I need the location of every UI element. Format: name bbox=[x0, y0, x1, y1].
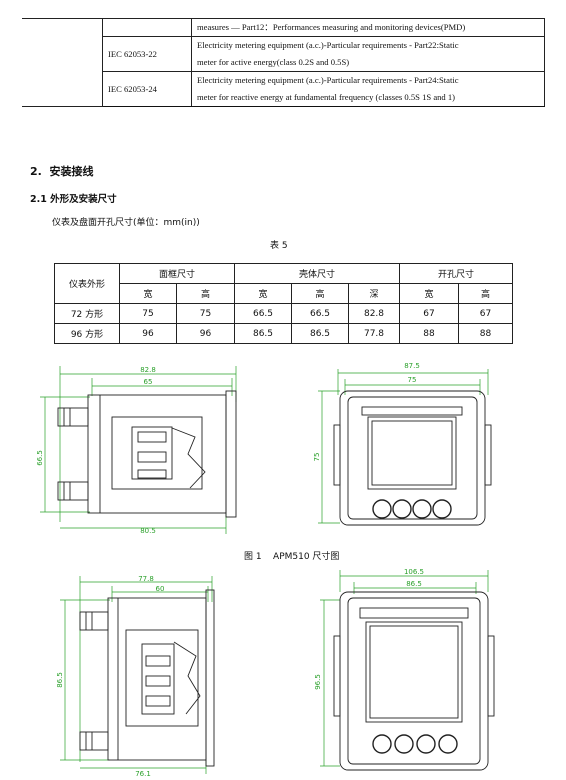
standard-code: IEC 62053-24 bbox=[102, 71, 192, 107]
dim-left: 66.5 bbox=[36, 450, 44, 466]
cell-frame-width: 96 bbox=[119, 323, 177, 344]
header-frame: 面框尺寸 bbox=[119, 263, 235, 284]
meter-button-icon bbox=[372, 734, 392, 754]
figure1-front-view: 87.5 75 75 bbox=[313, 362, 492, 526]
cell-frame-height: 75 bbox=[176, 303, 235, 324]
caption-text: APM510 尺寸图 bbox=[273, 552, 340, 562]
standards-table: measures — Part12：Performances measuring… bbox=[22, 18, 545, 107]
caption-number: 图 1 bbox=[244, 552, 262, 562]
standard-code bbox=[102, 18, 192, 37]
meter-button-icon bbox=[416, 734, 436, 754]
figure1-side-view: 82.8 65 66.5 80.5 bbox=[36, 366, 237, 535]
table-row: IEC 62053-24 Electricity metering equipm… bbox=[22, 71, 545, 107]
meter-button-icon bbox=[432, 499, 452, 519]
standard-description: measures — Part12：Performances measuring… bbox=[191, 18, 545, 37]
figure1-caption: 图 1 APM510 尺寸图 bbox=[244, 549, 339, 562]
front-buttons bbox=[372, 734, 458, 754]
front-buttons bbox=[372, 499, 452, 519]
cell-frame-height: 96 bbox=[176, 323, 235, 344]
header-height: 高 bbox=[291, 283, 349, 304]
table-row: 72 方形 75 75 66.5 66.5 82.8 67 67 bbox=[54, 303, 513, 324]
cell-shape: 72 方形 bbox=[54, 303, 120, 324]
header-width: 宽 bbox=[234, 283, 292, 304]
meter-front-outline bbox=[333, 390, 492, 526]
section-title: 安装接线 bbox=[49, 165, 94, 178]
standard-code: IEC 62053-22 bbox=[102, 36, 192, 72]
cell-shell-height: 66.5 bbox=[291, 303, 349, 324]
dim-left: 75 bbox=[313, 453, 321, 462]
cell-shape: 96 方形 bbox=[54, 323, 120, 344]
standard-description: Electricity metering equipment (a.c.)-Pa… bbox=[191, 36, 545, 72]
description-line: Electricity metering equipment (a.c.)-Pa… bbox=[197, 75, 459, 85]
table-row: 96 方形 96 96 86.5 86.5 77.8 88 88 bbox=[54, 323, 513, 344]
description-line: measures — Part12：Performances measuring… bbox=[197, 22, 466, 32]
header-shape: 仪表外形 bbox=[54, 263, 120, 304]
figure2-front-view: 106.5 86.5 96.5 bbox=[314, 568, 495, 771]
cell-shell-width: 86.5 bbox=[234, 323, 292, 344]
subsection-title: 外形及安装尺寸 bbox=[50, 194, 117, 205]
dim-top-inner: 65 bbox=[144, 378, 153, 386]
dim-top-inner: 86.5 bbox=[406, 580, 422, 588]
dim-top-outer: 87.5 bbox=[404, 362, 420, 370]
dim-bottom: 80.5 bbox=[140, 527, 156, 535]
description-line: meter for active energy(class 0.2S and 0… bbox=[197, 57, 350, 67]
header-height: 高 bbox=[176, 283, 235, 304]
table-header-row: 宽 高 宽 高 深 宽 高 bbox=[55, 283, 513, 304]
table-title: 表 5 bbox=[270, 241, 288, 251]
section-heading: 2. 安装接线 bbox=[30, 163, 94, 179]
meter-button-icon bbox=[394, 734, 414, 754]
dim-top-outer: 82.8 bbox=[140, 366, 156, 374]
header-width: 宽 bbox=[119, 283, 177, 304]
cell-hole-width: 88 bbox=[399, 323, 459, 344]
dim-left: 96.5 bbox=[314, 674, 322, 690]
dimension-table: 仪表外形 面框尺寸 壳体尺寸 开孔尺寸 宽 高 宽 高 深 宽 高 72 方形 … bbox=[54, 263, 513, 344]
meter-side-outline bbox=[57, 390, 237, 518]
dim-top-inner: 60 bbox=[156, 585, 165, 593]
cell-hole-height: 88 bbox=[458, 323, 513, 344]
dim-left: 86.5 bbox=[56, 672, 64, 688]
table-header-row: 仪表外形 面框尺寸 壳体尺寸 开孔尺寸 bbox=[54, 263, 513, 304]
meter-front-outline bbox=[333, 591, 495, 771]
dim-bottom: 76.1 bbox=[135, 770, 151, 778]
table-cell bbox=[22, 18, 103, 107]
header-shell: 壳体尺寸 bbox=[234, 263, 400, 284]
meter-button-icon bbox=[392, 499, 412, 519]
meter-side-outline bbox=[79, 589, 215, 767]
standard-description: Electricity metering equipment (a.c.)-Pa… bbox=[191, 71, 545, 107]
section-number: 2. bbox=[30, 165, 42, 178]
dim-top-inner: 75 bbox=[408, 376, 417, 384]
figure2-side-view: 77.8 60 86.5 76.1 bbox=[56, 575, 215, 778]
cell-shell-height: 86.5 bbox=[291, 323, 349, 344]
cell-shell-depth: 77.8 bbox=[348, 323, 400, 344]
cell-shell-width: 66.5 bbox=[234, 303, 292, 324]
cell-hole-height: 67 bbox=[458, 303, 513, 324]
cell-shell-depth: 82.8 bbox=[348, 303, 400, 324]
header-hole: 开孔尺寸 bbox=[399, 263, 513, 284]
description-line: meter for reactive energy at fundamental… bbox=[197, 92, 456, 102]
dim-top-outer: 106.5 bbox=[404, 568, 424, 576]
dim-top-outer: 77.8 bbox=[138, 575, 154, 583]
subsection-number: 2.1 bbox=[30, 194, 47, 205]
meter-button-icon bbox=[372, 499, 392, 519]
cell-frame-width: 75 bbox=[119, 303, 177, 324]
subsection-heading: 2.1 外形及安装尺寸 bbox=[30, 191, 117, 205]
meter-button-icon bbox=[438, 734, 458, 754]
description-line: Electricity metering equipment (a.c.)-Pa… bbox=[197, 40, 459, 50]
cell-hole-width: 67 bbox=[399, 303, 459, 324]
header-width: 宽 bbox=[399, 283, 459, 304]
intro-text: 仪表及盘面开孔尺寸(单位：mm(in)) bbox=[52, 218, 200, 228]
header-depth: 深 bbox=[348, 283, 400, 304]
header-height: 高 bbox=[458, 283, 513, 304]
table-row: measures — Part12：Performances measuring… bbox=[22, 18, 545, 107]
meter-button-icon bbox=[412, 499, 432, 519]
